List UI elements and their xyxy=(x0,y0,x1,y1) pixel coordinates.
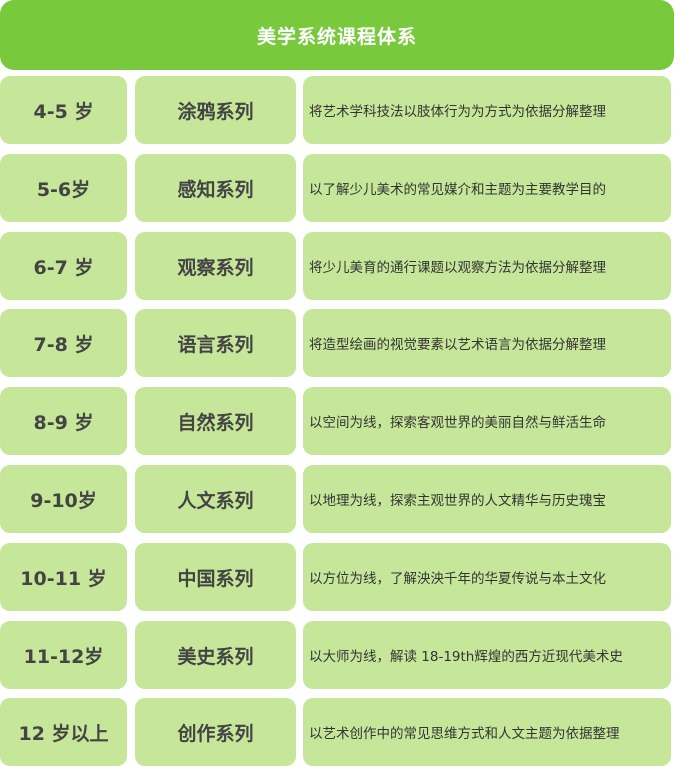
description-cell: 以大师为线，解读 18-19th辉煌的西方近现代美术史 xyxy=(303,621,671,689)
description-cell: 以空间为线，探索客观世界的美丽自然与鲜活生命 xyxy=(303,387,671,455)
series-cell: 感知系列 xyxy=(135,154,296,222)
age-cell: 11-12岁 xyxy=(0,621,127,689)
description-cell: 将造型绘画的视觉要素以艺术语言为依据分解整理 xyxy=(303,309,671,377)
description-cell: 以地理为线，探索主观世界的人文精华与历史瑰宝 xyxy=(303,465,671,533)
series-cell: 人文系列 xyxy=(135,465,296,533)
description-cell: 以了解少儿美术的常见媒介和主题为主要教学目的 xyxy=(303,154,671,222)
age-cell: 4-5 岁 xyxy=(0,76,127,144)
series-cell: 涂鸦系列 xyxy=(135,76,296,144)
age-cell: 7-8 岁 xyxy=(0,309,127,377)
series-cell: 自然系列 xyxy=(135,387,296,455)
page-title: 美学系统课程体系 xyxy=(0,0,674,70)
age-cell: 9-10岁 xyxy=(0,465,127,533)
series-cell: 美史系列 xyxy=(135,621,296,689)
age-cell: 12 岁以上 xyxy=(0,698,127,766)
series-cell: 创作系列 xyxy=(135,698,296,766)
age-cell: 8-9 岁 xyxy=(0,387,127,455)
description-cell: 将少儿美育的通行课题以观察方法为依据分解整理 xyxy=(303,232,671,300)
series-cell: 观察系列 xyxy=(135,232,296,300)
series-cell: 中国系列 xyxy=(135,543,296,611)
age-cell: 10-11 岁 xyxy=(0,543,127,611)
age-cell: 6-7 岁 xyxy=(0,232,127,300)
series-cell: 语言系列 xyxy=(135,309,296,377)
description-cell: 以艺术创作中的常见思维方式和人文主题为依据整理 xyxy=(303,698,671,766)
age-cell: 5-6岁 xyxy=(0,154,127,222)
description-cell: 将艺术学科技法以肢体行为为方式为依据分解整理 xyxy=(303,76,671,144)
description-cell: 以方位为线，了解泱泱千年的华夏传说与本土文化 xyxy=(303,543,671,611)
